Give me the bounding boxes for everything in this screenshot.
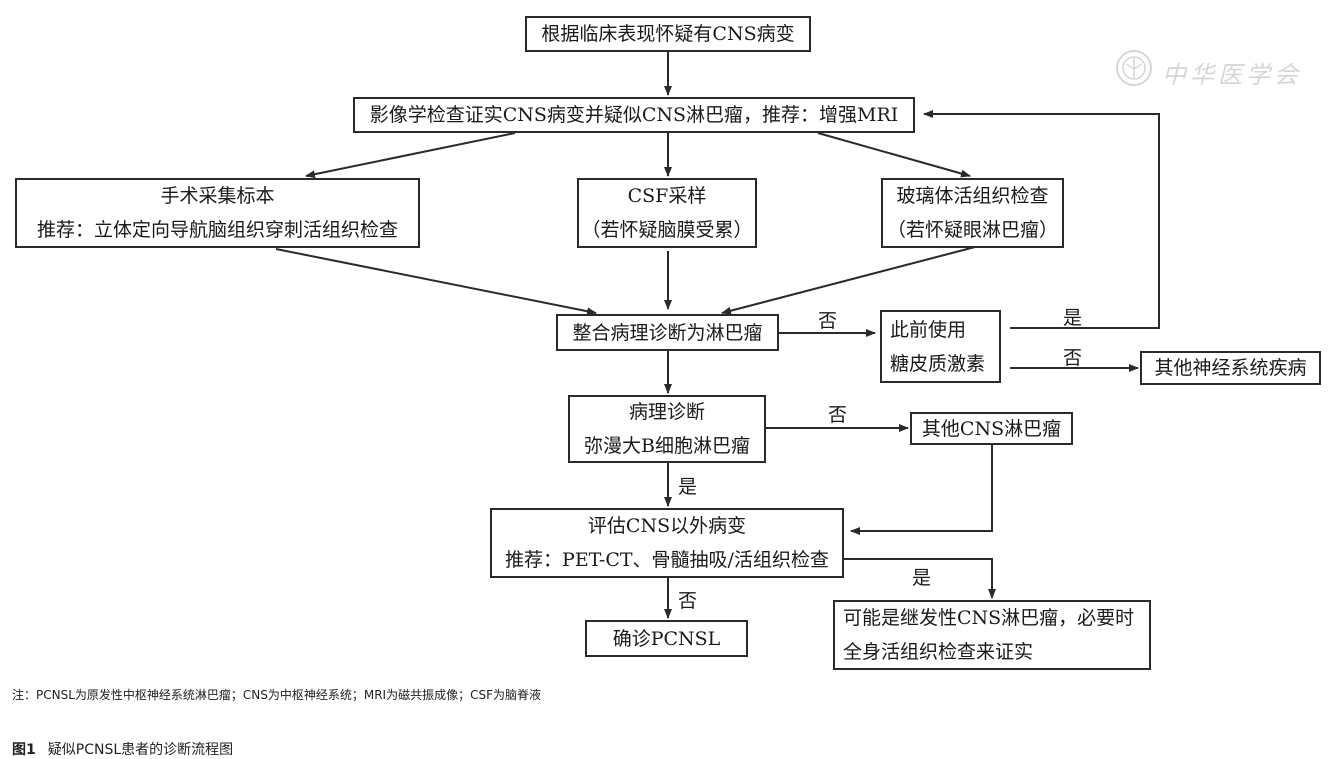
- csf-sample-node: CSF采样 （若怀疑脑膜受累）: [577, 178, 757, 248]
- node-text: 其他神经系统疾病: [1154, 357, 1307, 379]
- arrow-n2-n3: [305, 132, 516, 179]
- pathology-lymphoma-node: 整合病理诊断为淋巴瘤: [556, 314, 779, 351]
- edge-label-no: 否: [1063, 347, 1083, 369]
- other-neuro-disease-node: 其他神经系统疾病: [1140, 351, 1321, 385]
- secondary-cns-lymphoma-node: 可能是继发性CNS淋巴瘤，必要时 全身活组织检查来证实: [833, 600, 1151, 670]
- arrow-n3-n6: [275, 248, 597, 316]
- watermark-text: 中华医学会: [1162, 61, 1302, 89]
- other-cns-lymphoma-node: 其他CNS淋巴瘤: [910, 412, 1073, 445]
- start-node: 根据临床表现怀疑有CNS病变: [525, 16, 811, 52]
- arrow-n7-n2: [923, 110, 1160, 329]
- figure-label: 图1: [12, 742, 36, 758]
- node-text: 此前使用: [890, 318, 967, 341]
- edge-label-no: 否: [818, 310, 838, 332]
- node-text: 玻璃体活组织检查: [896, 185, 1049, 207]
- node-text: （若怀疑脑膜受累）: [581, 219, 753, 241]
- node-text: 病理诊断: [628, 401, 705, 423]
- imaging-node: 影像学检查证实CNS病变并疑似CNS淋巴瘤，推荐：增强MRI: [353, 97, 915, 133]
- footnote: 注：PCNSL为原发性中枢神经系统淋巴瘤；CNS为中枢神经系统；MRI为磁共振成…: [12, 688, 541, 702]
- node-text: 整合病理诊断为淋巴瘤: [572, 321, 763, 344]
- edge-label-no: 否: [828, 404, 848, 426]
- node-text: 推荐：PET-CT、骨髓抽吸/活组织检查: [505, 549, 829, 571]
- figure-caption: 图1 疑似PCNSL患者的诊断流程图: [12, 739, 233, 759]
- arrow-n11-n13: [844, 558, 996, 599]
- node-text: 确诊PCNSL: [612, 627, 721, 650]
- node-text: 影像学检查证实CNS病变并疑似CNS淋巴瘤，推荐：增强MRI: [369, 104, 899, 126]
- edge-label-yes: 是: [678, 476, 698, 498]
- node-text: 根据临床表现怀疑有CNS病变: [541, 23, 795, 45]
- watermark-logo-icon: [1116, 50, 1152, 86]
- node-text: （若怀疑眼淋巴瘤）: [886, 219, 1058, 241]
- node-text: 弥漫大B细胞淋巴瘤: [584, 435, 750, 457]
- dlbcl-node: 病理诊断 弥漫大B细胞淋巴瘤: [568, 395, 766, 463]
- arrow-n5-n6: [721, 246, 976, 315]
- node-text: CSF采样: [627, 185, 707, 207]
- confirmed-pcnsl-node: 确诊PCNSL: [585, 620, 748, 657]
- node-text: 全身活组织检查来证实: [843, 641, 1034, 663]
- surgical-sample-node: 手术采集标本 推荐：立体定向导航脑组织穿刺活组织检查: [15, 178, 420, 248]
- edge-label-yes: 是: [1063, 307, 1083, 329]
- prior-steroid-node: 此前使用 糖皮质激素: [880, 310, 1001, 383]
- node-text: 糖皮质激素: [890, 352, 986, 375]
- figure-title: 疑似PCNSL患者的诊断流程图: [47, 742, 234, 758]
- edge-label-yes: 是: [912, 567, 932, 589]
- node-text: 评估CNS以外病变: [587, 515, 747, 537]
- node-text: 可能是继发性CNS淋巴瘤，必要时: [843, 607, 1135, 629]
- node-text: 手术采集标本: [160, 185, 275, 207]
- edge-label-no: 否: [678, 590, 698, 612]
- node-text: 推荐：立体定向导航脑组织穿刺活组织检查: [36, 219, 398, 241]
- arrow-n2-n5: [817, 132, 971, 178]
- node-text: 其他CNS淋巴瘤: [921, 417, 1062, 440]
- arrow-n10-n11: [850, 444, 993, 535]
- extra-cns-evaluation-node: 评估CNS以外病变 推荐：PET-CT、骨髓抽吸/活组织检查: [490, 508, 844, 578]
- vitreous-biopsy-node: 玻璃体活组织检查 （若怀疑眼淋巴瘤）: [881, 178, 1064, 248]
